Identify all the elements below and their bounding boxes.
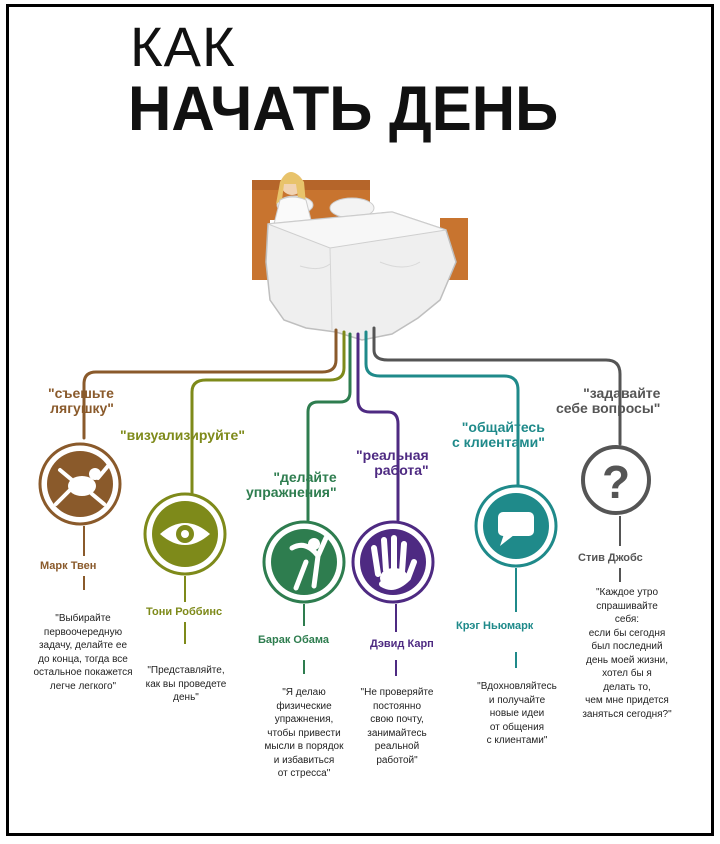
tip-eat-frog: "съешьте лягушку" (48, 386, 114, 416)
tip-line: с клиентами" (452, 434, 545, 450)
title-line-1: КАК (130, 15, 236, 78)
tip-line: "реальная (356, 447, 429, 463)
author-name: Дэвид Карп (370, 638, 434, 650)
tip-line: упражнения" (246, 484, 337, 500)
tip-line: "задавайте (583, 385, 661, 401)
tip-line: "визуализируйте" (120, 427, 245, 443)
bed-illustration (252, 172, 468, 341)
branch-gray (372, 326, 622, 446)
tip-line: себе вопросы" (556, 400, 661, 416)
author-name: Тони Роббинс (146, 606, 223, 618)
author-name: Крэг Ньюмарк (456, 620, 534, 632)
tip-visualize: "визуализируйте" (120, 428, 245, 443)
svg-text:?: ? (602, 456, 630, 508)
branch-purple (356, 332, 400, 522)
tip-real-work: "реальная работа" (356, 448, 429, 478)
question-mark-icon: ? (581, 445, 651, 515)
quote-text: "Выбирайте первоочередную задачу, делайт… (33, 613, 133, 692)
frame (6, 4, 714, 836)
eye-icon (143, 492, 227, 576)
tip-line: лягушку" (50, 400, 114, 416)
quote-text: "Вдохновляйтесь и получайте новые идеи о… (477, 681, 557, 746)
tip-line: "общайтесь (461, 419, 545, 435)
branch-teal (364, 330, 520, 494)
branch-lines (82, 326, 622, 522)
quote-text: "Я делаю физические упражнения, чтобы пр… (264, 687, 344, 779)
tip-line: "делайте (273, 469, 337, 485)
tip-talk-to-clients: "общайтесь с клиентами" (452, 420, 545, 450)
hand-icon (351, 520, 435, 604)
quote-text: "Каждое утро спрашивайте себя: если бы с… (582, 587, 672, 720)
title-line-2: НАЧАТЬ ДЕНЬ (128, 73, 559, 144)
tip-line: работа" (374, 462, 429, 478)
quote-text: "Представляйте, как вы проведете день" (145, 665, 227, 703)
tip-line: "съешьте (48, 385, 114, 401)
frog-icon (38, 442, 122, 526)
chat-bubble-icon (474, 484, 558, 568)
branch-green (306, 332, 352, 522)
quote-text: "Не проверяйте постоянно свою почту, зан… (360, 687, 434, 766)
author-name: Стив Джобс (578, 552, 643, 564)
branch-brown (82, 328, 338, 440)
author-name: Марк Твен (40, 560, 97, 572)
tip-ask-questions: "задавайте себе вопросы" (556, 386, 660, 416)
stretching-person-icon (262, 520, 346, 604)
branch-olive (190, 330, 346, 498)
name-connectors (83, 516, 621, 676)
tip-exercise: "делайте упражнения" (246, 470, 337, 500)
author-name: Барак Обама (258, 634, 330, 646)
